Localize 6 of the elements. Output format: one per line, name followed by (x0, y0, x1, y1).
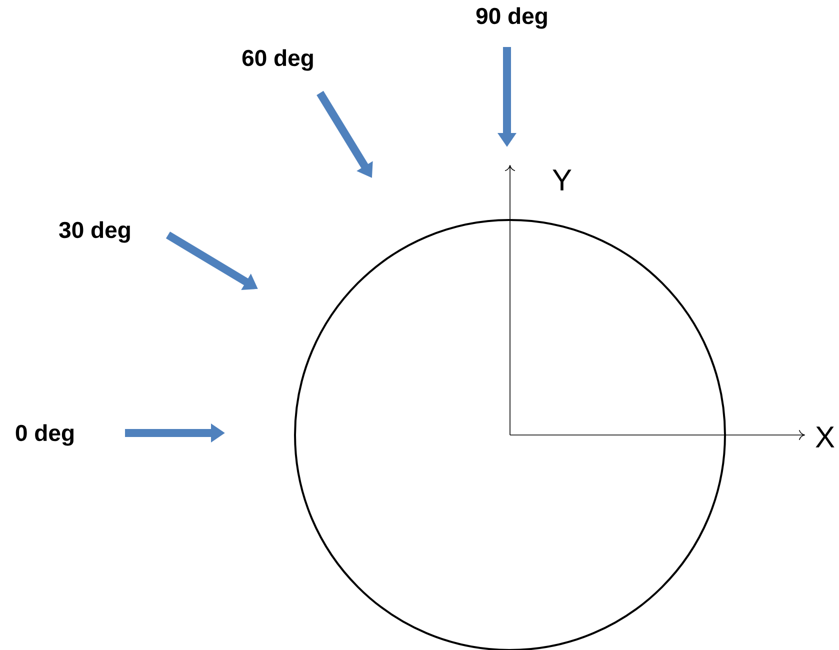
angle-label: 0 deg (16, 424, 74, 446)
angle-label: 60 deg (242, 49, 313, 71)
angle-label: 90 deg (476, 7, 547, 29)
angle-label: 30 deg (59, 221, 130, 243)
axis-label: Y (552, 170, 572, 190)
axis-label: X (816, 426, 834, 448)
